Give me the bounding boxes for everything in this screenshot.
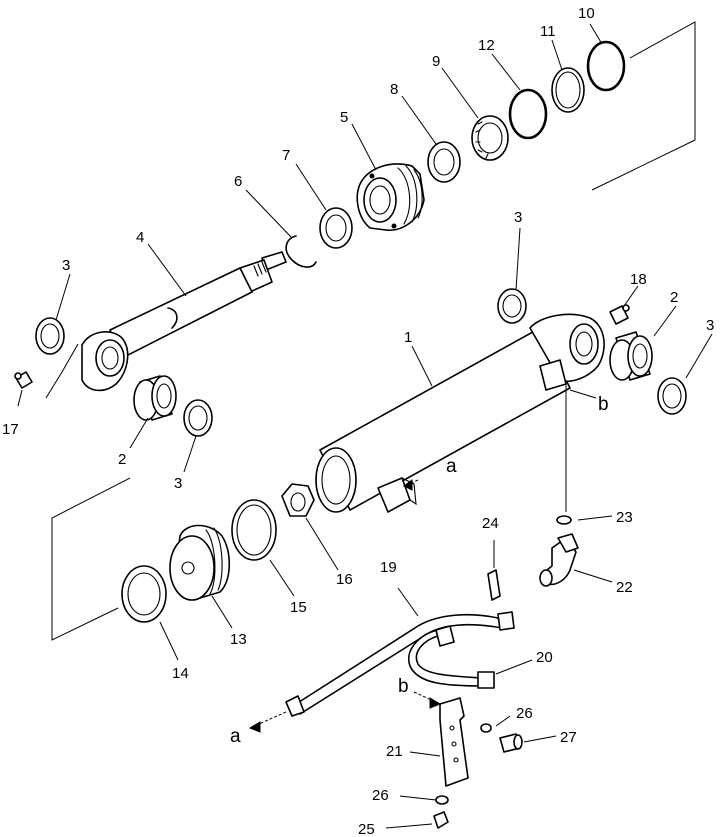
seal-14 (121, 565, 167, 623)
callout-3-top: 3 (514, 209, 522, 226)
callout-3-right: 3 (706, 317, 714, 334)
callout-6: 6 (234, 173, 242, 190)
callout-26-right: 26 (516, 705, 533, 722)
elbow-22 (539, 533, 579, 587)
connection-a-left: a (230, 726, 241, 747)
washer-26-right (480, 723, 492, 733)
leader-lines (17, 23, 713, 829)
callout-8: 8 (390, 81, 398, 98)
cylinder-head (356, 163, 425, 231)
tube-20 (407, 625, 495, 689)
callout-10: 10 (578, 5, 595, 22)
bushing-2-right (609, 331, 653, 381)
backup-ring-11 (551, 67, 585, 113)
tube-19 (285, 611, 515, 717)
callout-5: 5 (340, 109, 348, 126)
fitting-24 (487, 569, 501, 601)
callout-16: 16 (336, 571, 353, 588)
dust-seal-3-mid (183, 399, 213, 437)
o-ring-10 (586, 40, 626, 92)
bracket-21 (439, 697, 469, 787)
callout-22: 22 (616, 579, 633, 596)
callout-2-right: 2 (670, 289, 678, 306)
connection-a-right: a (446, 456, 457, 477)
callout-23: 23 (616, 509, 633, 526)
callout-2-left: 2 (118, 451, 126, 468)
callout-20: 20 (536, 649, 553, 666)
grease-fitting-17 (14, 371, 33, 389)
callout-17: 17 (2, 421, 19, 438)
nut-25 (433, 811, 449, 829)
callout-21: 21 (386, 743, 403, 760)
cylinder-tube (315, 313, 605, 513)
piston-13 (169, 524, 231, 601)
callout-26-bottom: 26 (372, 787, 389, 804)
callout-7: 7 (282, 147, 290, 164)
bracket-bottom-left (51, 477, 131, 641)
dust-seal-3-right (657, 377, 687, 415)
o-ring-12 (508, 88, 548, 140)
seal-9 (471, 115, 509, 161)
callout-9: 9 (432, 53, 440, 70)
o-ring-23 (556, 515, 572, 525)
bushing-8 (427, 141, 461, 183)
callout-4: 4 (136, 229, 144, 246)
callout-1: 1 (404, 329, 412, 346)
bushing-2-left (133, 375, 177, 421)
bracket-top-right (591, 21, 696, 191)
callout-19: 19 (380, 559, 397, 576)
grease-fitting-18 (609, 304, 630, 325)
dust-seal-3-left (35, 317, 65, 355)
snap-ring (285, 235, 317, 268)
bushing-3-top (497, 288, 527, 324)
bushing-7 (319, 207, 353, 249)
callout-14: 14 (172, 665, 189, 682)
callout-18: 18 (630, 271, 647, 288)
bolt-27 (499, 733, 523, 753)
piston-rod (81, 251, 287, 392)
connection-arrows (248, 479, 442, 733)
callout-24: 24 (482, 515, 499, 532)
nut-16 (281, 483, 315, 517)
callout-11: 11 (540, 23, 556, 40)
callout-labels: 10 11 12 9 8 5 7 6 4 3 17 2 3 3 1 18 2 3… (2, 5, 714, 837)
connection-b-right: b (598, 394, 609, 415)
callout-13: 13 (230, 631, 247, 648)
callout-3-left: 3 (62, 257, 70, 274)
connection-b-bottom: b (398, 676, 409, 697)
wear-ring-15 (231, 499, 277, 561)
callout-15: 15 (290, 599, 307, 616)
callout-3-mid: 3 (174, 475, 182, 492)
washer-26-bottom (435, 795, 449, 805)
callout-27: 27 (560, 729, 577, 746)
callout-25: 25 (358, 821, 375, 837)
callout-12: 12 (478, 37, 495, 54)
